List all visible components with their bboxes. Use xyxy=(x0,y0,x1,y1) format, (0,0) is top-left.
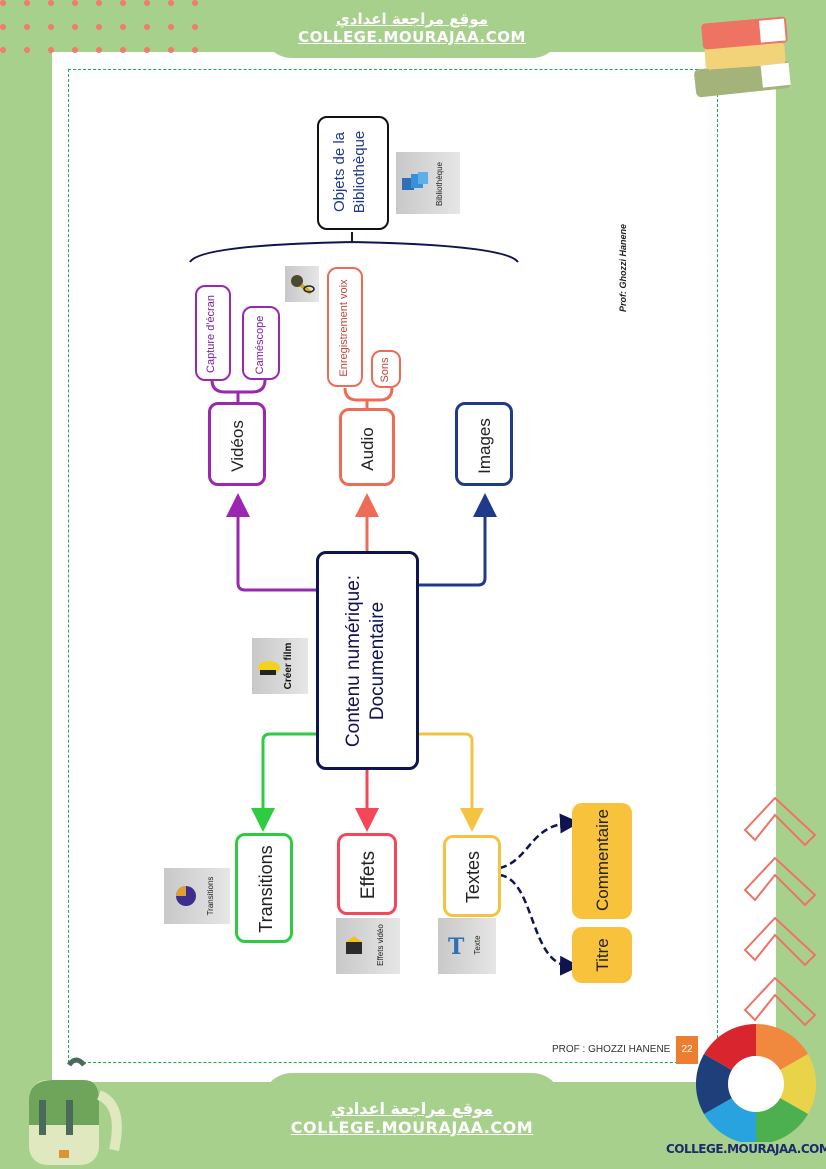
header-banner[interactable]: موقع مراجعة اعدادي COLLEGE.MOURAJAA.COM xyxy=(262,0,562,58)
text-tool-tile[interactable]: T Texte xyxy=(438,918,496,974)
library-tool-tile[interactable]: Bibliothèque xyxy=(396,152,460,214)
effects-tool-tile[interactable]: Effets vidéo xyxy=(336,918,400,974)
site-logo-wheel xyxy=(695,1024,817,1142)
text-t-icon: T xyxy=(448,934,465,960)
connector-images xyxy=(418,493,497,587)
transitions-icon xyxy=(176,886,196,906)
footer-site-link[interactable]: COLLEGE.MOURAJAA.COM xyxy=(290,1118,534,1137)
library-brace xyxy=(189,232,519,263)
transitions-tool-tile[interactable]: Transitions xyxy=(164,868,230,924)
page-number: 22 xyxy=(676,1036,698,1064)
connector-videos xyxy=(226,493,316,592)
books-illustration xyxy=(694,16,791,98)
site-logo-text[interactable]: COLLEGE.MOURAJAA.COM xyxy=(666,1142,826,1156)
decorative-dots xyxy=(0,0,220,56)
film-library-icon xyxy=(402,172,428,190)
connector-titre xyxy=(499,873,580,976)
node-commentaire[interactable]: Commentaire xyxy=(572,803,632,919)
node-videos[interactable]: Vidéos xyxy=(208,402,266,486)
root-line1: Contenu numérique: xyxy=(343,574,364,748)
create-film-icon xyxy=(258,661,280,675)
backpack-illustration xyxy=(29,1057,122,1165)
node-enregistrement-voix[interactable]: Enregistrement voix xyxy=(327,267,363,387)
footer-arabic-title: موقع مراجعة اعدادي xyxy=(330,1099,494,1118)
microphone-icon xyxy=(291,275,315,295)
video-effects-icon xyxy=(346,936,362,954)
root-line2: Documentaire xyxy=(367,601,388,721)
audio-tool-tile[interactable] xyxy=(285,266,319,302)
library-line2: Bibliothèque xyxy=(351,130,368,214)
node-transitions[interactable]: Transitions xyxy=(235,833,293,943)
connector-textes xyxy=(418,732,484,832)
connector-commentaire xyxy=(499,813,580,870)
node-titre[interactable]: Titre xyxy=(572,927,632,983)
library-line1: Objets de la xyxy=(331,131,348,213)
create-film-tool-tile[interactable]: Créer film xyxy=(252,638,308,694)
header-site-link[interactable]: COLLEGE.MOURAJAA.COM xyxy=(298,28,526,46)
node-sons[interactable]: Sons xyxy=(371,350,401,388)
node-effets[interactable]: Effets xyxy=(337,833,397,915)
node-audio[interactable]: Audio xyxy=(339,408,395,486)
library-tool-label: Bibliothèque xyxy=(435,161,444,207)
header-arabic-title: موقع مراجعة اعدادي xyxy=(336,10,488,28)
chevron-decoration xyxy=(743,796,817,1027)
node-capture-ecran[interactable]: Capture d'écran xyxy=(195,285,231,381)
node-library[interactable]: Objets de la Bibliothèque xyxy=(317,116,389,230)
node-root-documentaire[interactable]: Contenu numérique: Documentaire xyxy=(316,551,419,770)
node-camescope[interactable]: Caméscope xyxy=(242,306,280,380)
node-textes[interactable]: Textes xyxy=(443,835,501,917)
footer-author: PROF : GHOZZI HANENE xyxy=(552,1044,671,1055)
node-images[interactable]: Images xyxy=(455,402,513,486)
footer-banner[interactable]: موقع مراجعة اعدادي COLLEGE.MOURAJAA.COM xyxy=(262,1073,562,1169)
author-credit: Prof: Ghozzi Hanene xyxy=(618,224,628,313)
left-band xyxy=(0,0,52,1169)
connector-transitions xyxy=(251,732,316,832)
dashed-frame xyxy=(68,69,718,1063)
